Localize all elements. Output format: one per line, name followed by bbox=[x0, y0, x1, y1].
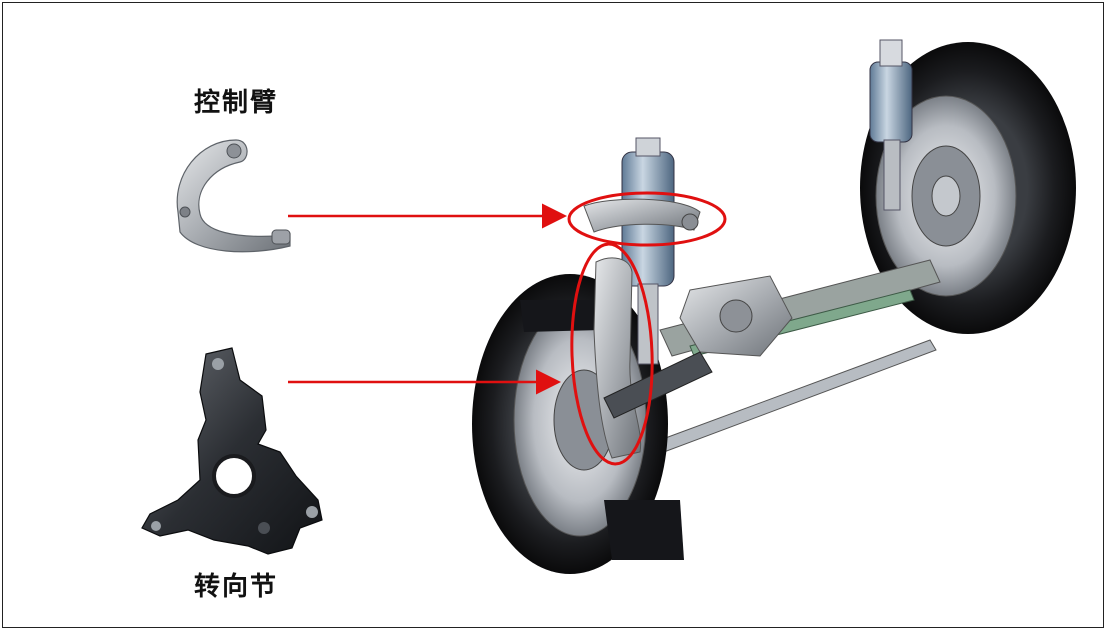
suspension-assembly bbox=[472, 39, 1076, 574]
knuckle-highlight bbox=[570, 242, 654, 466]
steering-knuckle-label: 转向节 bbox=[194, 572, 279, 602]
steering-knuckle-part bbox=[141, 347, 323, 555]
control-arm-highlight bbox=[567, 191, 727, 247]
control-arm-part bbox=[176, 139, 291, 253]
annotations bbox=[288, 191, 727, 466]
control-arm-label: 控制臂 bbox=[194, 88, 279, 118]
right-strut bbox=[869, 61, 913, 143]
